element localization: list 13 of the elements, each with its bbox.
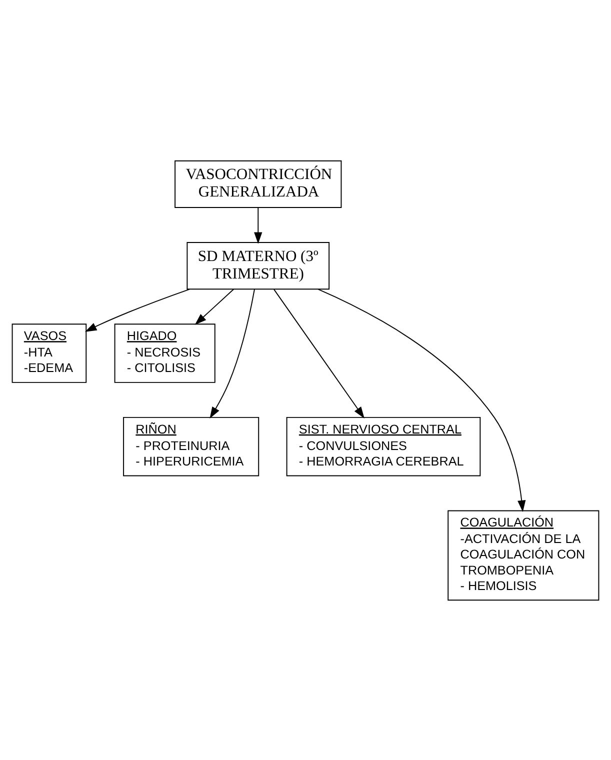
arrow (318, 288, 526, 512)
node-box: HIGADO - NECROSIS - CITOLISIS (114, 323, 216, 382)
arrow (210, 288, 255, 418)
arrow (194, 288, 234, 324)
node-box: VASOS -HTA -EDEMA (12, 323, 87, 382)
node-box: VASOCONTRICCIÓN GENERALIZADA (174, 160, 342, 208)
arrow (84, 288, 190, 332)
arrow (274, 288, 364, 418)
arrow (254, 206, 262, 244)
node-box: COAGULACIÓN -ACTIVACIÓN DE LA COAGULACIÓN CON TROMBOPENIA - HEMOLISIS (448, 510, 600, 600)
node-box: SIST. NERVIOSO CENTRAL - CONVULSIONES - HEMORRAGIA CEREBRAL (286, 416, 481, 476)
node-box: RIÑON - PROTEINURIA - HIPERURICEMIA (123, 416, 260, 476)
node-box: SD MATERNO (3º TRIMESTRE) (186, 242, 330, 290)
